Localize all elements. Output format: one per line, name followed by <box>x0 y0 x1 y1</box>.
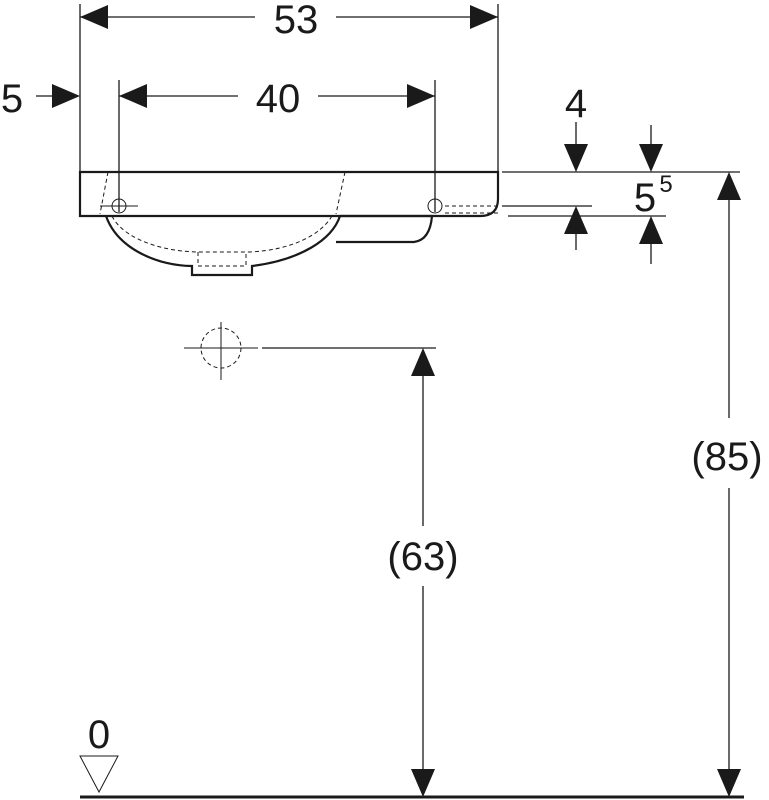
dimension-4: 4 <box>502 82 600 250</box>
dimension-label-53: 53 <box>274 0 319 42</box>
dimension-5-5: 5 5 <box>508 125 740 264</box>
dimension-label-4: 4 <box>565 82 587 126</box>
arrow-63-down <box>411 769 435 797</box>
dimension-85: (85) <box>691 172 763 797</box>
waste-outlet-center-mark <box>184 322 436 380</box>
mounting-hole-right <box>427 198 443 214</box>
dimension-label-5-5-sup: 5 <box>659 171 672 198</box>
arrow-85-down <box>717 769 741 797</box>
arrow-4-up <box>564 206 588 234</box>
basin-side-support <box>336 214 434 244</box>
dimension-63: (63) <box>387 348 459 797</box>
basin-body <box>78 170 500 277</box>
dimension-label-5: 5 <box>1 77 23 121</box>
basin-inner-wall-right <box>335 171 346 215</box>
basin-inner-wall-left <box>99 171 109 215</box>
arrow-53-right <box>470 5 498 29</box>
floor-level-triangle <box>79 755 119 794</box>
dimension-53: 53 <box>79 0 499 172</box>
dimension-40: 40 <box>118 77 436 212</box>
arrow-5-5-down <box>639 144 663 172</box>
dimension-5: 5 <box>1 77 80 121</box>
floor-level-marker: 0 <box>79 713 744 799</box>
arrow-53-left <box>80 5 108 29</box>
dimension-label-63: (63) <box>387 535 458 579</box>
arrow-5 <box>52 84 80 108</box>
arrow-4-down <box>564 144 588 172</box>
basin-bowl-inner <box>111 215 333 253</box>
arrow-85-up <box>717 172 741 200</box>
arrow-5-5-up <box>639 216 663 244</box>
arrow-40-right <box>407 84 435 108</box>
basin-drain-inner <box>197 252 247 267</box>
basin-bowl <box>104 215 342 277</box>
floor-level-label: 0 <box>88 713 110 757</box>
dimension-label-85: (85) <box>691 435 762 479</box>
arrow-63-up <box>411 348 435 376</box>
arrow-40-left <box>119 84 147 108</box>
basin-top-slab <box>78 170 500 218</box>
dimension-label-40: 40 <box>256 77 301 121</box>
dimension-label-5-5-main: 5 <box>634 176 656 220</box>
